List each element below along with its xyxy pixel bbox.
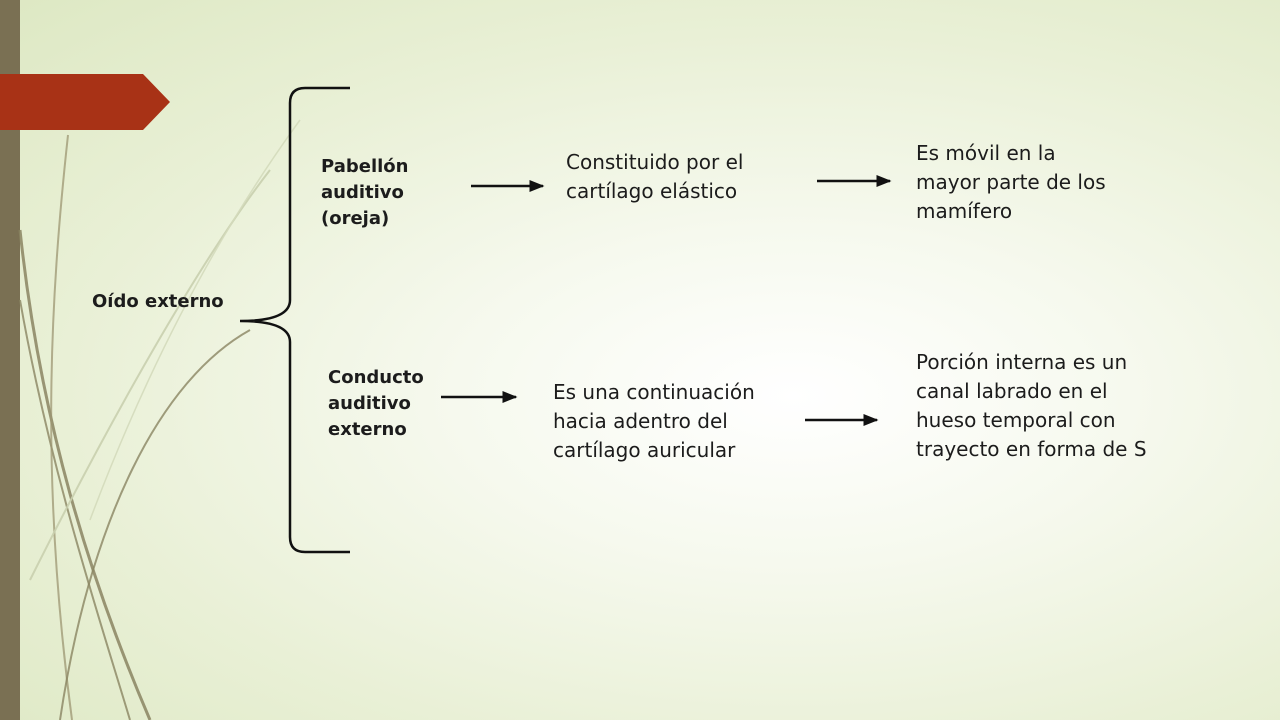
branch-2-detail-line: Porción interna es un [916, 350, 1128, 374]
root-node-oido-externo: Oído externo [92, 289, 224, 315]
branch-1-description-line: cartílago elástico [566, 179, 738, 203]
branch-2-label-line: auditivo [328, 393, 411, 414]
branch-2-detail: Porción interna es un canal labrado en e… [916, 348, 1147, 464]
branch-2-description: Es una continuación hacia adentro del ca… [553, 378, 755, 465]
branch-2-detail-line: trayecto en forma de S [916, 437, 1147, 461]
curly-brace [239, 86, 350, 554]
branch-1-label-line: (oreja) [321, 208, 390, 229]
branch-2-description-line: hacia adentro del [553, 409, 728, 433]
left-sidebar-bar [0, 0, 20, 720]
branch-1-detail: Es móvil en la mayor parte de los mamífe… [916, 139, 1106, 226]
branch-2-description-line: cartílago auricular [553, 438, 736, 462]
branch-1-description-line: Constituido por el [566, 150, 744, 174]
branch-1-label-line: Pabellón [321, 156, 409, 177]
branch-1-detail-line: mayor parte de los [916, 170, 1106, 194]
branch-2-label-line: externo [328, 419, 407, 440]
root-label: Oído externo [92, 291, 224, 312]
branch-2-description-line: Es una continuación [553, 380, 755, 404]
branch-1-detail-line: mamífero [916, 199, 1013, 223]
branch-1-label: Pabellón auditivo (oreja) [321, 154, 408, 232]
accent-tab-shape [0, 74, 170, 130]
branch-2-detail-line: hueso temporal con [916, 408, 1116, 432]
branch-2-detail-line: canal labrado en el [916, 379, 1108, 403]
branch-1-detail-line: Es móvil en la [916, 141, 1056, 165]
branch-2-label: Conducto auditivo externo [328, 365, 424, 443]
branch-1-description: Constituido por el cartílago elástico [566, 148, 743, 206]
branch-2-label-line: Conducto [328, 367, 424, 388]
branch-1-label-line: auditivo [321, 182, 404, 203]
